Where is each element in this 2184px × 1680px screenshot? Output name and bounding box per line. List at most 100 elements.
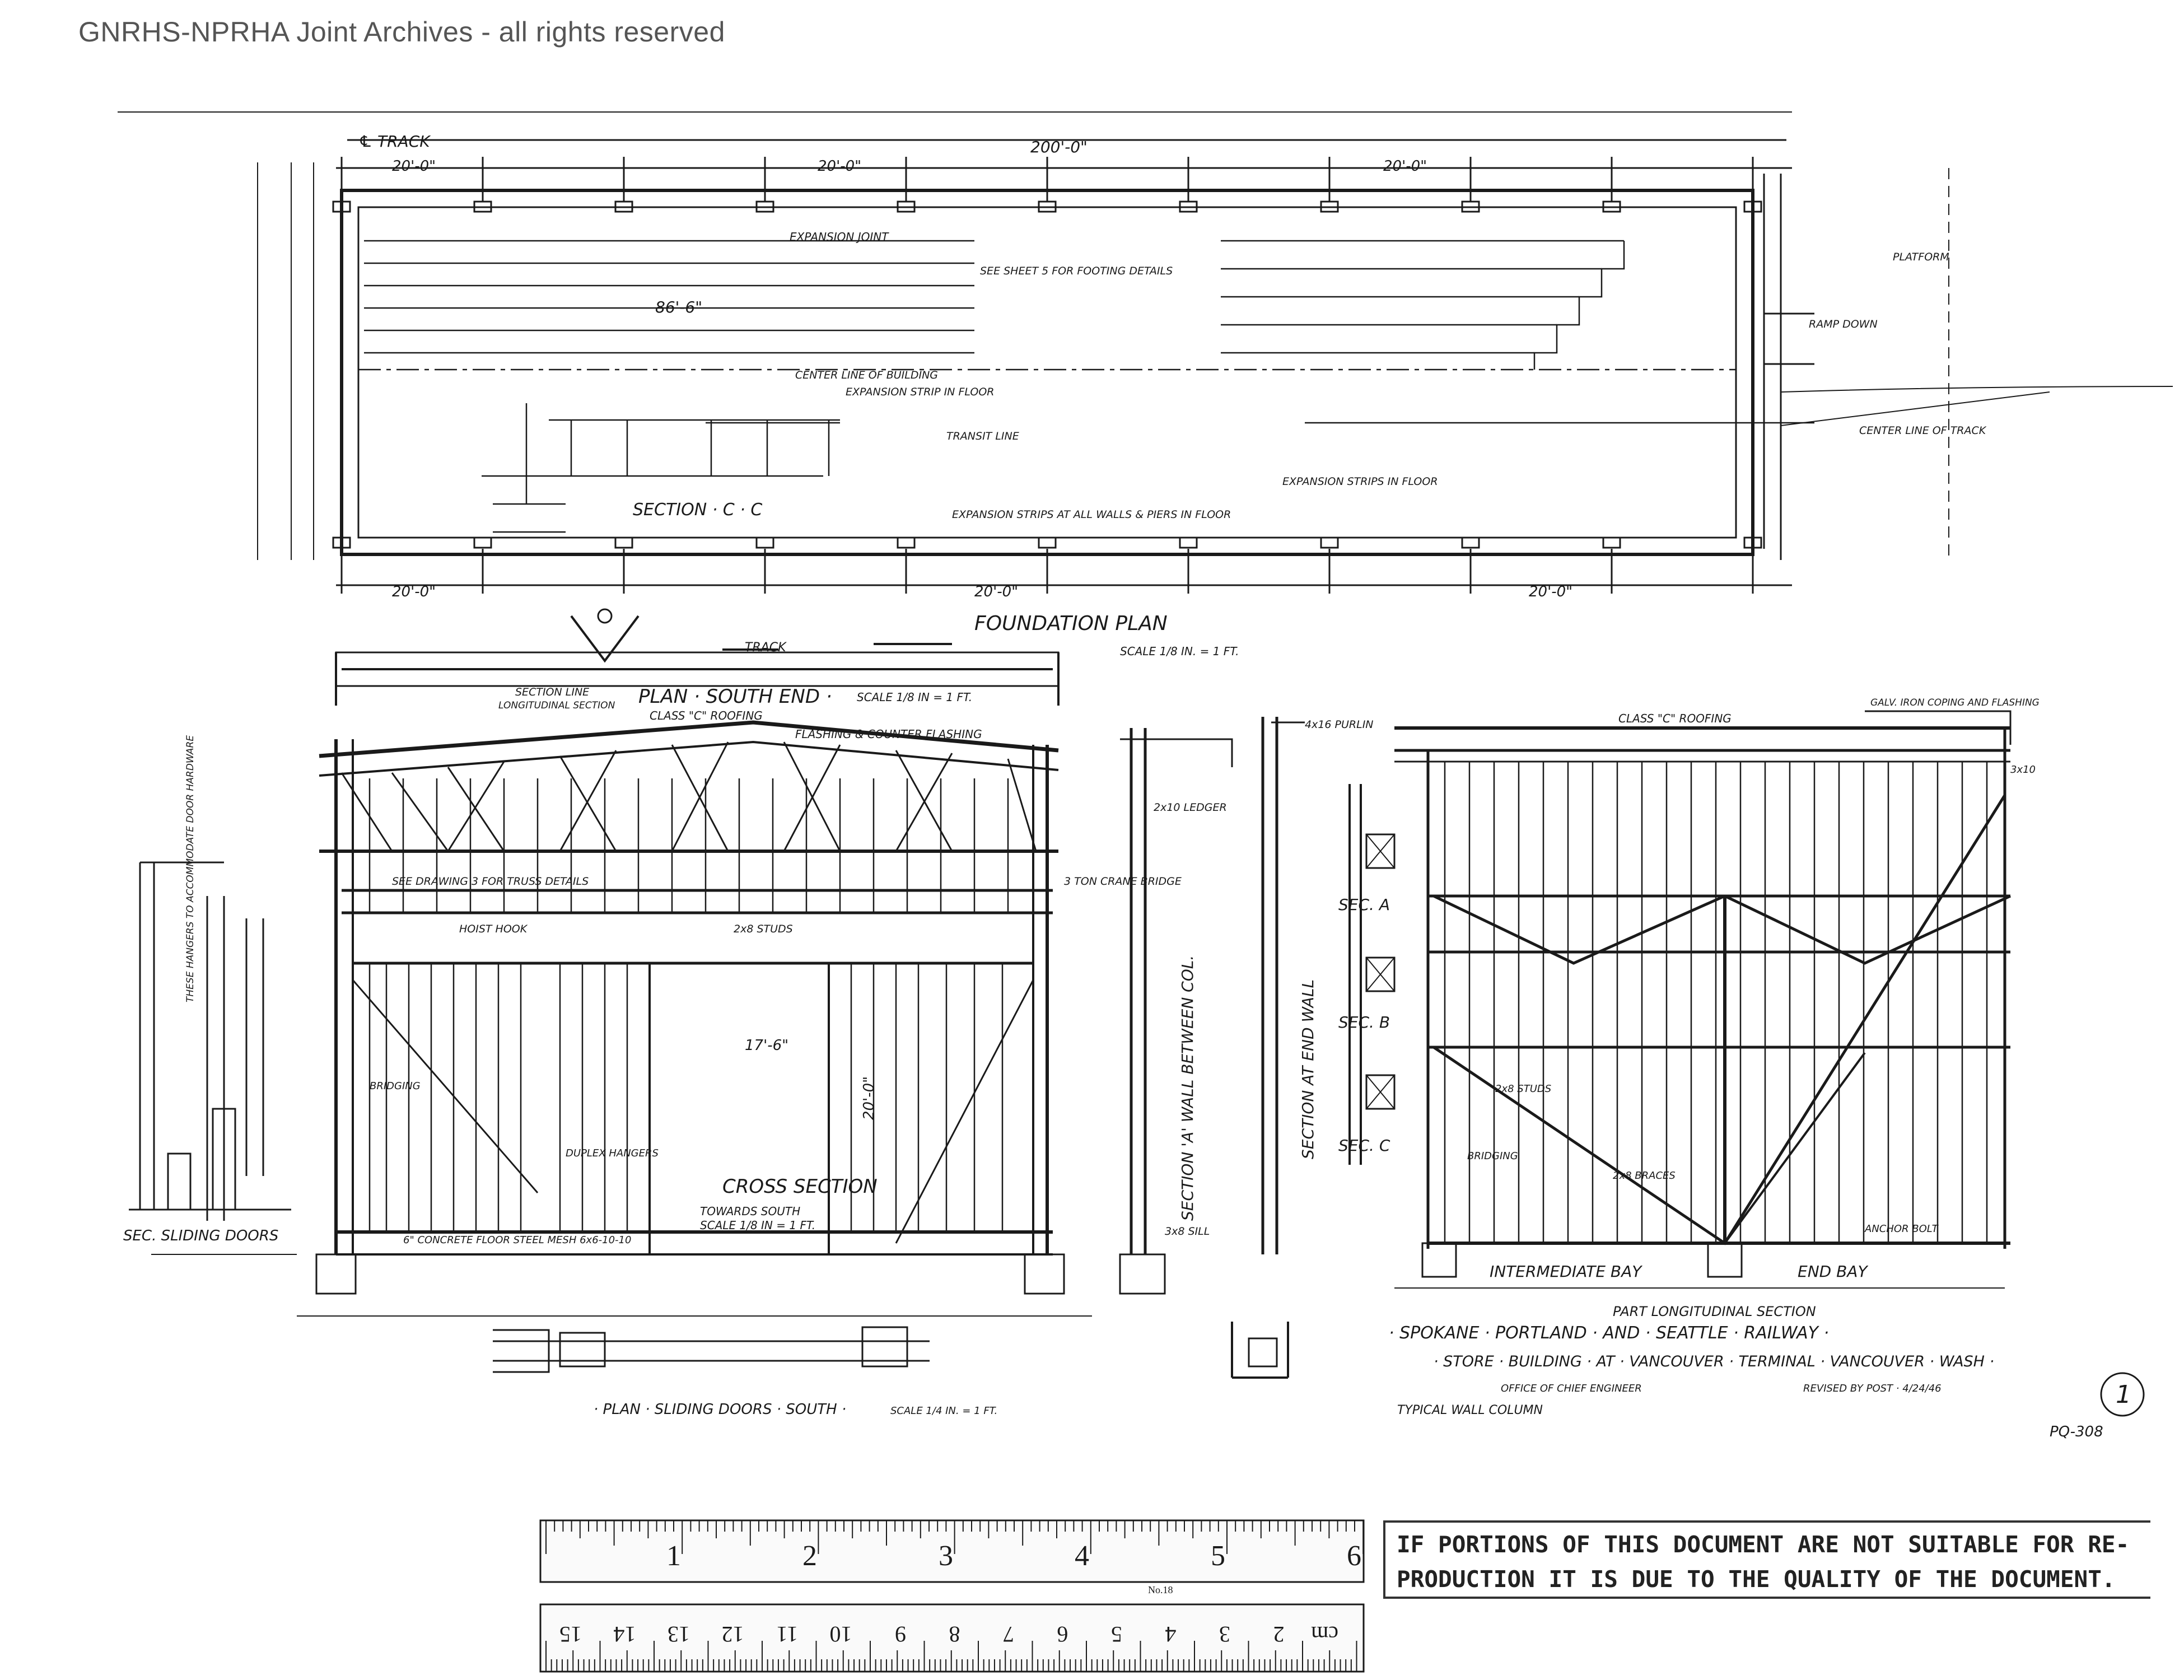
cm-label: 7 (1003, 1622, 1014, 1647)
note-truss-details: SEE DRAWING 3 FOR TRUSS DETAILS (392, 875, 589, 888)
dimension-86: 86'-6" (655, 298, 702, 316)
pier (755, 536, 774, 549)
cross-section-scale: SCALE 1/8 IN = 1 FT. (700, 1219, 815, 1232)
title-building: · STORE · BUILDING · AT · VANCOUVER · TE… (1434, 1353, 1994, 1370)
sec-a-label: SEC. A (1338, 895, 1390, 914)
inch-label: 3 (939, 1540, 953, 1572)
note-expansion-strips-walls: EXPANSION STRIPS AT ALL WALLS & PIERS IN… (952, 508, 1231, 521)
sliding-door-plan (493, 1326, 930, 1373)
notice-line-1: IF PORTIONS OF THIS DOCUMENT ARE NOT SUI… (1397, 1531, 2130, 1558)
section-between-col-label: SECTION 'A' WALL BETWEEN COL. (1178, 955, 1197, 1221)
pier (1602, 200, 1621, 213)
pier (1461, 200, 1480, 213)
inch-label: 1 (666, 1540, 681, 1572)
pier (1320, 536, 1339, 549)
pier (755, 200, 774, 213)
scale-ruler (539, 1519, 1365, 1673)
purlin-label: 4x16 PURLIN (1305, 718, 1374, 731)
note-expansion-joint: EXPANSION JOINT (790, 230, 889, 244)
cm-label: 12 (722, 1622, 744, 1647)
section-end-wall-label: SECTION AT END WALL (1299, 979, 1317, 1159)
cross-section-framing (297, 720, 1092, 1317)
note-bridging: BRIDGING (370, 1080, 421, 1092)
note-ramp-down: RAMP DOWN (1809, 318, 1878, 330)
cm-label: cm (1311, 1622, 1338, 1647)
note-studs: 2x8 STUDS (734, 923, 793, 935)
inch-label: 5 (1211, 1540, 1225, 1572)
cm-label: 6 (1057, 1622, 1068, 1647)
note-center-line-building: CENTER LINE OF BUILDING (795, 369, 938, 381)
long-braces-label: 2x8 BRACES (1613, 1170, 1676, 1182)
notice-line-2: PRODUCTION IT IS DUE TO THE QUALITY OF T… (1397, 1566, 2116, 1593)
sec-c-label: SEC. C (1338, 1136, 1390, 1155)
cm-label: 14 (614, 1622, 636, 1647)
section-cc-label: SECTION · C · C (633, 500, 762, 520)
section-line-label: SECTION LINE (515, 686, 589, 698)
pier (1038, 200, 1057, 213)
foundation-plan-scale: SCALE 1/8 IN. = 1 FT. (1120, 645, 1239, 658)
longitudinal-section-framing (1394, 710, 2012, 1289)
note-center-line-track: CENTER LINE OF TRACK (1859, 424, 1987, 437)
ruler-number: No.18 (1148, 1584, 1173, 1595)
wall-section-details (1119, 717, 1396, 1379)
long-bridging-label: BRIDGING (1467, 1150, 1518, 1162)
cm-label: 9 (895, 1622, 906, 1647)
pier (473, 536, 492, 549)
bay-dimension-top: 20'-0" (392, 158, 436, 175)
long-studs-label: 2x8 STUDS (1495, 1083, 1551, 1095)
pier (1179, 200, 1198, 213)
cm-label: 4 (1165, 1622, 1177, 1647)
long-coping-label: GALV. IRON COPING AND FLASHING (1870, 697, 2040, 708)
inch-label: 6 (1347, 1540, 1361, 1572)
bay-dimension-bottom-2: 20'-0" (974, 584, 1018, 600)
pier (1602, 536, 1621, 549)
pier (1461, 536, 1480, 549)
pier (614, 200, 633, 213)
sec-b-label: SEC. B (1338, 1013, 1390, 1032)
plan-track-label: TRACK (745, 641, 787, 655)
dimension-20: 20'-0" (861, 1076, 878, 1120)
note-footing-details: SEE SHEET 5 FOR FOOTING DETAILS (980, 265, 1173, 277)
note-door-hangers: THESE HANGERS TO ACCOMMODATE DOOR HARDWA… (185, 735, 196, 1002)
pier (614, 536, 633, 549)
cm-label: 5 (1111, 1622, 1122, 1647)
pier (332, 536, 351, 549)
pier (332, 200, 351, 213)
reproduction-notice: IF PORTIONS OF THIS DOCUMENT ARE NOT SUI… (1383, 1520, 2150, 1599)
cm-label: 8 (949, 1622, 960, 1647)
ledger-label: 2x10 LEDGER (1154, 801, 1227, 814)
pier (897, 200, 916, 213)
plan-south-end-scale: SCALE 1/8 IN = 1 FT. (857, 690, 972, 704)
note-transit-line: TRANSIT LINE (946, 430, 1019, 442)
long-anchor-bolt-label: ANCHOR BOLT (1864, 1223, 1939, 1235)
cm-label: 2 (1273, 1622, 1285, 1647)
cm-label: 13 (668, 1622, 690, 1647)
track-label: ℄ TRACK (358, 132, 431, 151)
title-railway: · SPOKANE · PORTLAND · AND · SEATTLE · R… (1389, 1323, 1829, 1343)
plan-south-end (335, 608, 1060, 706)
note-expansion-strips-floor: EXPANSION STRIPS IN FLOOR (1282, 475, 1438, 488)
bay-dimension-bottom-3: 20'-0" (1529, 584, 1572, 600)
note-hoist-hook: HOIST HOOK (459, 923, 528, 935)
pier (1743, 536, 1762, 549)
typical-wall-column-label: TYPICAL WALL COLUMN (1397, 1403, 1543, 1417)
archive-watermark: GNRHS-NPRHA Joint Archives - all rights … (78, 16, 725, 48)
foundation-plan (118, 111, 2173, 594)
pier (1320, 200, 1339, 213)
note-flashing: FLASHING & COUNTER FLASHING (795, 727, 982, 741)
intermediate-bay-label: INTERMEDIATE BAY (1490, 1262, 1642, 1281)
pier (897, 536, 916, 549)
sliding-doors-plan-label: · PLAN · SLIDING DOORS · SOUTH · (594, 1401, 846, 1418)
inch-label: 4 (1075, 1540, 1089, 1572)
sheet-number-circle (2100, 1372, 2145, 1417)
note-duplex-hangers: DUPLEX HANGERS (566, 1147, 659, 1159)
cross-section-title: CROSS SECTION (722, 1175, 878, 1198)
dimension-17: 17'-6" (745, 1037, 788, 1054)
title-sheet-number: 1 (2116, 1380, 2131, 1409)
sill-label: 3x8 SILL (1165, 1225, 1210, 1238)
foundation-plan-title: FOUNDATION PLAN (974, 612, 1168, 635)
pier (1038, 536, 1057, 549)
bay-dimension-top-2: 20'-0" (818, 158, 861, 175)
note-expansion-strip: EXPANSION STRIP IN FLOOR (846, 386, 994, 398)
